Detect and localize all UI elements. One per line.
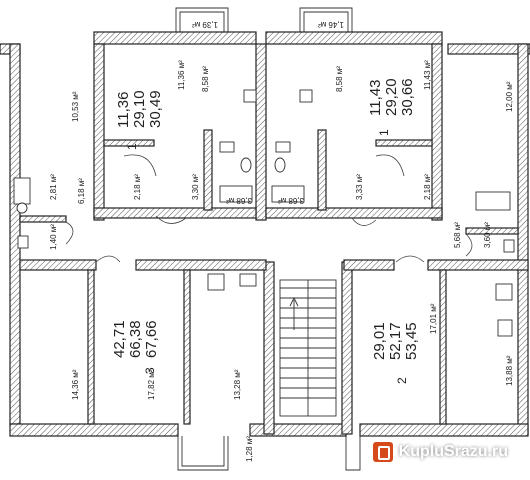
room-label: 1,28 м² — [245, 436, 254, 462]
room-label: 13,28 м² — [233, 369, 242, 400]
room-label: 12,00 м² — [505, 81, 514, 112]
sink-icon — [239, 273, 257, 287]
balcony-top-right — [299, 7, 353, 32]
room-label: 3,68 м² — [278, 196, 304, 205]
svg-text:29,01: 29,01 — [371, 322, 388, 360]
room-label: 1,40 м² — [49, 224, 58, 250]
svg-text:30,66: 30,66 — [399, 78, 416, 116]
room-label: 8,58 м² — [201, 66, 210, 92]
room-label: 2,18 м² — [423, 174, 432, 200]
apartment-1-left-label: 11,36 29,10 30,49 1 — [115, 90, 164, 150]
room-label: 1,39 м² — [192, 20, 218, 29]
room-label: 5,68 м² — [453, 222, 462, 248]
toilet-icon — [17, 235, 29, 249]
room-label: 17,01 м² — [429, 303, 438, 334]
svg-text:29,20: 29,20 — [383, 78, 400, 116]
stove-icon — [495, 283, 513, 301]
room-label: 3,60 м² — [483, 222, 492, 248]
svg-text:3: 3 — [143, 367, 157, 374]
kuplusrazu-logo-icon — [372, 442, 393, 462]
stove-icon — [243, 89, 257, 103]
svg-text:42,71: 42,71 — [111, 320, 128, 358]
svg-text:1: 1 — [125, 143, 139, 150]
outer-walls — [0, 31, 530, 437]
svg-text:29,10: 29,10 — [131, 90, 148, 128]
bathtub-icon — [13, 177, 31, 205]
room-area-labels: 1,39 м² 1,46 м² 11,36 м² 8,58 м² 8,58 м²… — [49, 20, 514, 462]
watermark: KupluSrazu.ru — [372, 442, 508, 462]
svg-text:53,45: 53,45 — [403, 322, 420, 360]
bathtub-icon — [219, 185, 253, 203]
svg-text:67,66: 67,66 — [143, 320, 160, 358]
stove-icon — [207, 273, 225, 291]
sink-icon — [275, 141, 291, 153]
svg-text:30,49: 30,49 — [147, 90, 164, 128]
room-label: 3,68 м² — [226, 196, 252, 205]
balcony-bottom — [177, 436, 361, 471]
staircase — [279, 279, 337, 417]
svg-text:11,36: 11,36 — [115, 92, 132, 128]
toilet-icon — [503, 239, 515, 253]
room-label: 1,46 м² — [318, 20, 344, 29]
room-label: 3,30 м² — [191, 174, 200, 200]
svg-text:2: 2 — [395, 377, 409, 384]
svg-text:52,17: 52,17 — [387, 322, 404, 360]
toilet-icon — [274, 157, 286, 173]
room-label: 17,82 м² — [147, 369, 156, 400]
room-label: 2,18 м² — [133, 174, 142, 200]
room-label: 3,33 м² — [355, 174, 364, 200]
watermark-text: KupluSrazu.ru — [398, 443, 508, 460]
room-label: 6,18 м² — [77, 178, 86, 204]
apartment-1-right-label: 11,43 29,20 30,66 1 — [367, 78, 416, 136]
room-label: 10,53 м² — [71, 91, 80, 122]
toilet-icon — [240, 157, 252, 173]
room-label: 14,36 м² — [71, 369, 80, 400]
room-label: 2,81 м² — [49, 174, 58, 200]
fixtures — [13, 89, 515, 337]
bathtub-icon — [475, 191, 511, 211]
balcony-top-left — [175, 7, 229, 32]
stove-icon — [299, 89, 313, 103]
bathtub-icon — [271, 185, 305, 203]
room-label: 8,58 м² — [335, 66, 344, 92]
svg-text:11,43: 11,43 — [367, 80, 384, 116]
svg-text:66,38: 66,38 — [127, 320, 144, 358]
svg-text:1: 1 — [377, 129, 391, 136]
apartment-3-label: 42,71 66,38 67,66 3 — [111, 320, 160, 374]
room-label: 11,43 м² — [423, 60, 432, 90]
sink-icon — [219, 141, 235, 153]
doors — [65, 154, 473, 263]
room-label: 13,88 м² — [505, 355, 514, 386]
room-label: 11,36 м² — [177, 60, 186, 90]
interior-walls — [19, 129, 529, 425]
apartment-2-label: 29,01 52,17 53,45 2 — [371, 322, 420, 384]
sink-icon — [497, 319, 513, 337]
